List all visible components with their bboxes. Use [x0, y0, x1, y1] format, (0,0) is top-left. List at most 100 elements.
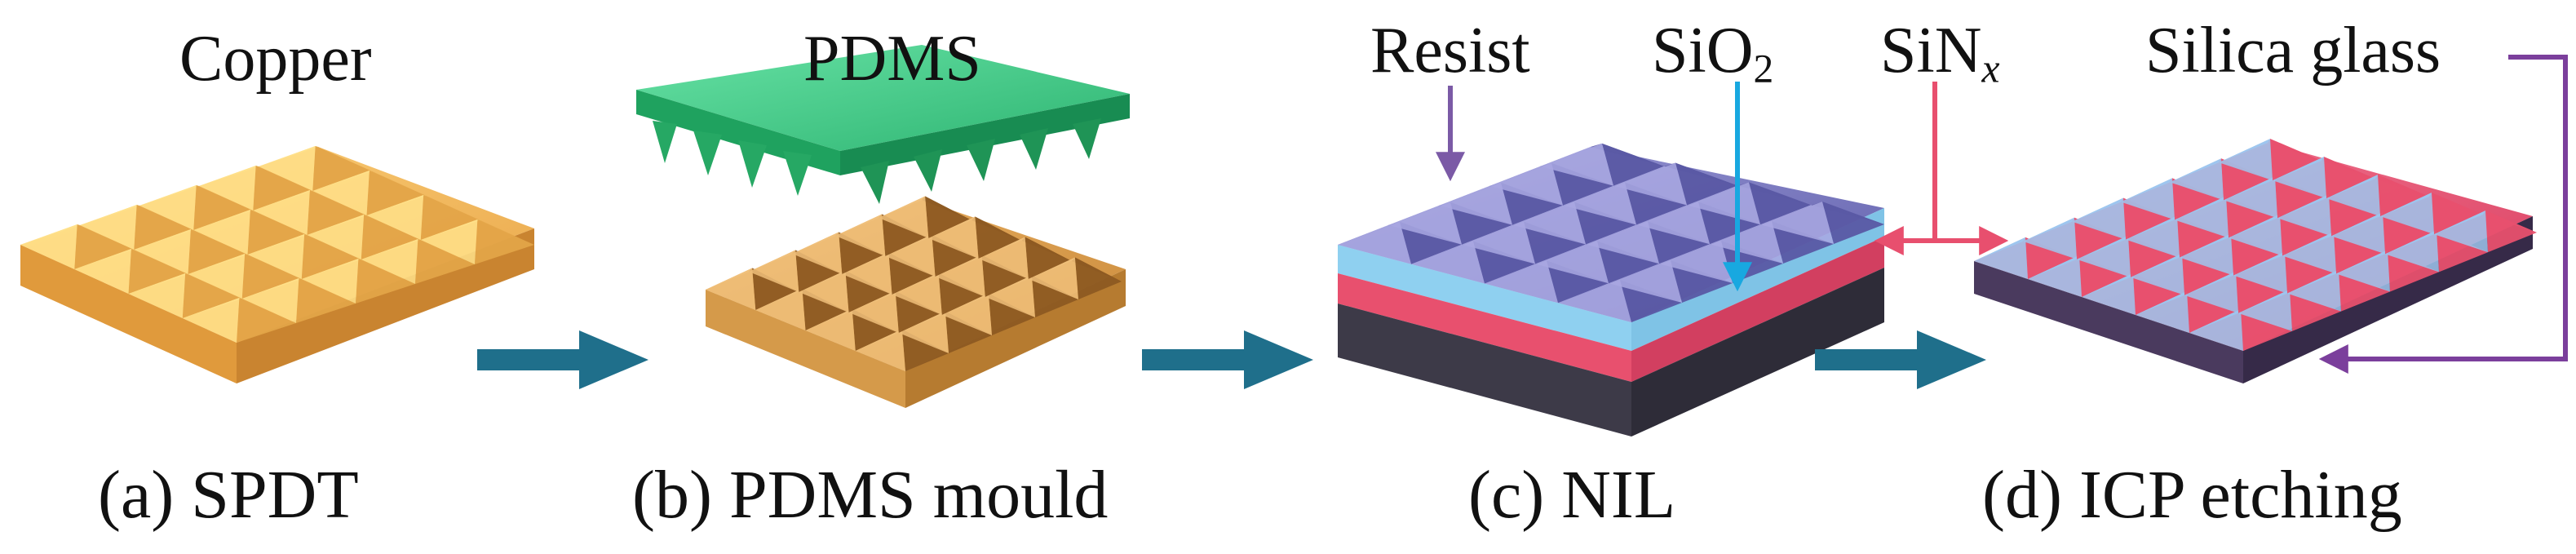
pyramid-face — [2277, 194, 2331, 237]
pyramid-face — [1671, 260, 1733, 303]
pyramid-face — [415, 239, 475, 284]
pyramid-face — [2025, 237, 2077, 279]
pyramid-face — [985, 275, 1035, 317]
pyramid-face — [1489, 162, 1563, 206]
caption-d: (d) ICP etching — [1982, 457, 2402, 533]
pyramid-face — [855, 329, 905, 371]
pyramid-face — [2077, 235, 2131, 277]
pyramid-face — [2388, 250, 2439, 292]
pyramid-face — [1473, 241, 1535, 284]
pyramid-face — [1485, 260, 1558, 304]
pyramid-face — [1749, 182, 1811, 225]
caption-a: (a) SPDT — [98, 457, 359, 533]
copper-label: Copper — [179, 23, 372, 95]
pyramid-face — [134, 205, 194, 250]
pyramid-face — [1439, 182, 1512, 225]
pyramid-face — [128, 273, 186, 318]
pyramid-face — [898, 311, 949, 353]
pyramid-face — [2434, 211, 2488, 253]
pyramid-face — [799, 270, 849, 312]
pyramid-face — [2170, 158, 2224, 201]
copper-pyramids — [20, 146, 534, 343]
pyramid-face — [978, 237, 1029, 279]
pyramid-face — [301, 259, 359, 304]
sio2-main: SiO — [1652, 15, 1754, 86]
pyramid-face — [2187, 290, 2238, 333]
pyramid-face — [1822, 202, 1884, 244]
pyramid-face — [752, 268, 799, 310]
pyramid-face — [188, 229, 248, 274]
pyramid-face — [1512, 202, 1586, 245]
sinx-label: SiNx — [1880, 18, 2000, 89]
pyramid-face — [259, 146, 316, 191]
pyramid-face — [755, 288, 806, 330]
pyramid-face — [1675, 162, 1737, 206]
pyramid-face — [1551, 162, 1613, 206]
pyramid-face — [1388, 202, 1462, 245]
pyramid-face — [795, 250, 843, 292]
pyramid-face — [1760, 202, 1834, 244]
pyramid-face — [2123, 197, 2175, 240]
pyramid-face — [835, 214, 886, 256]
pyramid-face — [975, 216, 1022, 259]
pyramid-face — [1540, 143, 1613, 186]
pyramid-face — [253, 190, 310, 235]
pyramid-face — [2182, 253, 2233, 295]
pyramid-face — [1613, 162, 1687, 206]
pyramid-face — [1411, 241, 1485, 284]
pyramid-face — [1698, 202, 1760, 245]
pyramid-face — [895, 290, 942, 333]
pyramid-face — [842, 252, 892, 295]
pyramid-face — [925, 196, 972, 238]
flow-arrow-b-c — [1142, 330, 1313, 389]
pyramid-face — [296, 278, 356, 323]
pyramid-face — [2432, 193, 2483, 235]
pyramid-face — [2485, 211, 2537, 253]
pyramid-face — [356, 259, 415, 304]
pyramid-face — [2339, 269, 2390, 312]
sinx-sub: x — [1981, 46, 2000, 91]
pyramid-face — [2136, 290, 2189, 333]
pdms-label: PDMS — [803, 23, 981, 95]
pyramid-face — [134, 229, 191, 274]
pyramid-face — [2219, 139, 2273, 181]
sinx-main: SiN — [1880, 15, 1982, 86]
pyramid-face — [2290, 289, 2341, 331]
pyramid-face — [945, 311, 992, 353]
pyramid-face — [901, 329, 949, 371]
icp-etched-stack — [1974, 139, 2537, 383]
pyramid-face — [420, 195, 480, 240]
pyramid-face — [2180, 233, 2233, 276]
pyramid-face — [2336, 250, 2390, 292]
pyramid-face — [2074, 217, 2126, 259]
pyramid-face — [2329, 194, 2380, 237]
pyramid-face — [1687, 182, 1760, 225]
silica-pointer — [2318, 55, 2568, 374]
pyramid-face — [193, 210, 250, 255]
pyramid-face — [1974, 237, 2028, 279]
pyramid-face — [1609, 260, 1682, 303]
pyramid-face — [2023, 217, 2077, 259]
pyramid-face — [1074, 257, 1122, 299]
pyramid-face — [2175, 196, 2229, 238]
pyramid-face — [2280, 214, 2331, 256]
copper-mould-base — [706, 196, 1126, 408]
pyramid-face — [981, 255, 1029, 297]
pyramid-face — [1620, 280, 1682, 322]
pyramid-face — [2270, 139, 2321, 181]
pyramid-face — [1462, 221, 1535, 264]
resist-label: Resist — [1370, 15, 1530, 86]
pyramid-face — [1636, 202, 1710, 245]
pyramid-face — [882, 214, 929, 256]
pyramid-face — [1659, 241, 1733, 283]
pyramid-face — [182, 298, 240, 343]
pyramid-face — [848, 290, 899, 333]
pyramid-face — [2273, 157, 2326, 199]
pdms-mould — [636, 45, 1130, 204]
pyramid-face — [706, 268, 756, 310]
pyramid-face — [845, 270, 892, 312]
pyramid-face — [2226, 196, 2277, 238]
pyramid-face — [1563, 182, 1636, 225]
pyramid-face — [2131, 253, 2184, 295]
